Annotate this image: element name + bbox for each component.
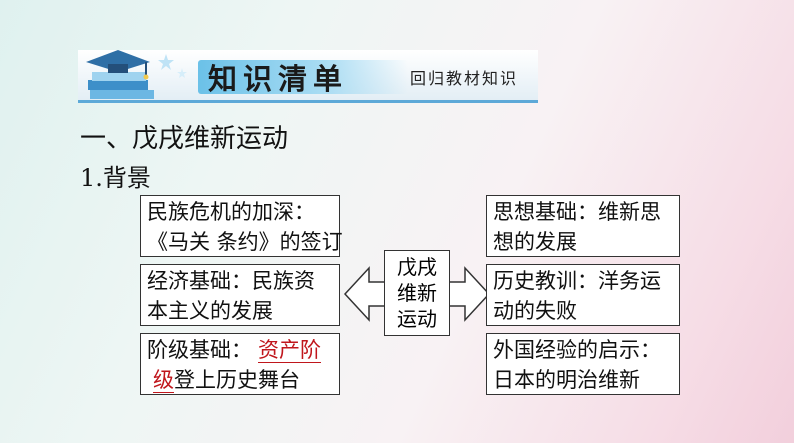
section-banner: 知识清单 回归教材知识 — [78, 50, 538, 103]
right-arrow — [445, 266, 491, 322]
box-text: 外国经验的启示： — [493, 338, 661, 362]
box-text: 思想基础：维新思 — [493, 200, 661, 224]
answer-text: 级 — [153, 368, 174, 393]
center-line: 戊戌 — [397, 255, 437, 279]
box-text: 想的发展 — [493, 230, 577, 254]
right-box-historical-lesson: 历史教训：洋务运 动的失败 — [486, 264, 680, 326]
box-text: 动的失败 — [493, 299, 577, 323]
banner-highlight — [198, 60, 408, 94]
left-box-national-crisis: 民族危机的加深： 《马关 条约》的签订 — [140, 195, 343, 257]
banner-subtitle: 回归教材知识 — [409, 69, 518, 88]
left-arrow — [343, 266, 389, 322]
box-text: 阶级基础： — [147, 338, 252, 362]
sub-title: 1.背景 — [80, 164, 151, 192]
center-topic-box: 戊戌 维新 运动 — [384, 250, 450, 336]
box-text: 《马关 条约》的签订 — [147, 230, 343, 254]
left-box-economic-basis: 经济基础：民族资 本主义的发展 — [140, 264, 340, 326]
answer-text: 资产阶 — [258, 338, 321, 363]
graduation-cap-books-icon — [86, 50, 187, 99]
left-box-class-basis: 阶级基础：资产阶 级登上历史舞台 — [140, 333, 340, 395]
section-title: 一、戊戌维新运动 — [80, 124, 289, 154]
center-line: 运动 — [397, 307, 437, 331]
box-text: 民族危机的加深： — [147, 200, 315, 224]
banner-title: 知识清单 — [208, 62, 349, 96]
right-box-foreign-experience: 外国经验的启示： 日本的明治维新 — [486, 333, 680, 395]
box-text: 本主义的发展 — [147, 299, 273, 323]
center-line: 维新 — [397, 281, 437, 305]
box-text: 经济基础：民族资 — [147, 269, 315, 293]
box-text: 登上历史舞台 — [174, 368, 300, 392]
box-text: 日本的明治维新 — [493, 368, 640, 392]
right-box-ideological-basis: 思想基础：维新思 想的发展 — [486, 195, 680, 257]
box-text: 历史教训：洋务运 — [493, 269, 661, 293]
